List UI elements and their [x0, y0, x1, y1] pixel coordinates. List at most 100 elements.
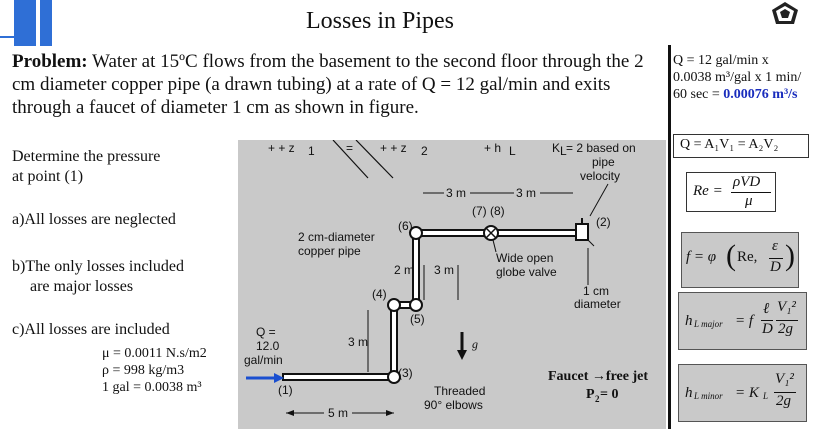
flow-conversion: Q = 12 gal/min x 0.0038 m³/gal x 1 min/ … — [673, 52, 829, 103]
point-3: (3) — [398, 366, 413, 380]
hmin-eq: = K — [735, 385, 759, 401]
hmin-2g: 2g — [776, 393, 791, 409]
hmaj-bar-2 — [776, 320, 798, 321]
hmin-K-sub: L — [763, 391, 769, 401]
hmin-bar — [774, 392, 796, 393]
f-paren-open: ( — [726, 239, 736, 272]
task-a: a)All losses are neglected — [12, 211, 176, 228]
p2-value: = 0 — [600, 387, 618, 402]
university-crest-icon — [772, 2, 798, 24]
minor-loss-equation: h L minor = K L V₁² 2g — [678, 364, 807, 422]
point-5: (5) — [410, 312, 425, 326]
energy-term-2: + + z — [380, 141, 407, 155]
energy-term-2-sub: 2 — [421, 144, 428, 158]
energy-eq-sign: = — [346, 141, 353, 155]
point-6: (6) — [398, 219, 413, 233]
re-numerator: ρVD — [733, 174, 761, 190]
point-4: (4) — [372, 287, 387, 301]
properties: μ = 0.0011 N.s/m2 ρ = 998 kg/m3 1 gal = … — [102, 345, 207, 396]
flow-line-3: 60 sec = 0.00076 m³/s — [673, 86, 829, 103]
hmin-h: h — [685, 385, 693, 401]
kl-note-line1: = 2 based on — [566, 141, 636, 155]
dim-3m-vert-right: 3 m — [434, 263, 454, 277]
prop-gal: 1 gal = 0.0038 m³ — [102, 380, 202, 395]
gravity-arrow-icon — [457, 332, 467, 360]
elbows-label-2: 90° elbows — [424, 398, 483, 412]
elbows-label-1: Threaded — [434, 384, 485, 398]
valve-label-1: Wide open — [496, 251, 553, 265]
f-D: D — [770, 259, 781, 275]
determine-text: Determine the pressure at point (1) — [12, 147, 160, 187]
flow-arrow-icon — [246, 373, 284, 383]
logo-bar-right — [40, 0, 52, 46]
hmin-V: V₁² — [775, 371, 794, 387]
logo-bar-left — [14, 0, 36, 46]
flow-line-1: Q = 12 gal/min x — [673, 53, 769, 68]
re-fraction-bar — [731, 192, 771, 193]
valve-label-2: globe valve — [496, 265, 557, 279]
hmaj-l: ℓ — [763, 301, 770, 317]
point-7-8: (7) (8) — [472, 204, 505, 218]
f-lhs: f = φ — [686, 249, 717, 265]
prop-mu: μ = 0.0011 N.s/m2 — [102, 346, 207, 361]
gravity-label: g — [472, 337, 478, 351]
re-denominator: μ — [745, 193, 753, 209]
prop-rho: ρ = 998 kg/m3 — [102, 363, 185, 378]
energy-term-1: + + z — [268, 141, 295, 155]
flow-line-2: 0.0038 m³/gal x 1 min/ — [673, 70, 802, 85]
hmaj-V: V₁² — [777, 299, 796, 315]
task-c: c)All losses are included — [12, 321, 170, 338]
flow-result: 0.00076 m³/s — [723, 87, 798, 102]
problem-text: Water at 15ºC flows from the basement to… — [12, 51, 644, 118]
energy-term-1-sub: 1 — [308, 144, 315, 158]
f-paren-close: ) — [785, 239, 795, 272]
f-fraction-bar — [769, 258, 783, 259]
f-args: Re, — [737, 249, 758, 265]
point-2: (2) — [596, 215, 611, 229]
divider-line — [668, 45, 671, 429]
hmaj-2g: 2g — [778, 321, 793, 337]
hmaj-D: D — [762, 321, 773, 337]
logo-line — [0, 36, 14, 38]
faucet-diameter-1: 1 cm — [583, 284, 609, 298]
dim-5m: 5 m — [328, 406, 348, 420]
continuity-text: Q = A₁V₁ = A₂V₂ — [680, 137, 779, 152]
hmin-sub: L minor — [694, 391, 723, 401]
dim-3m-left: 3 m — [446, 186, 466, 200]
kl-note-sub: L — [560, 144, 567, 158]
point-1: (1) — [278, 383, 293, 397]
determine-line-1: Determine the pressure — [12, 148, 161, 165]
hmaj-sub: L major — [694, 319, 723, 329]
problem-label: Problem: — [12, 51, 88, 72]
major-loss-equation: h L major = f ℓ D V₁² 2g — [678, 292, 807, 350]
p2-sub: 2 — [595, 394, 600, 404]
kl-note-line3: velocity — [580, 169, 620, 183]
task-b-line-2: are major losses — [30, 278, 134, 295]
pipe-label-2: copper pipe — [298, 244, 361, 258]
p2-label: P — [586, 387, 595, 402]
task-b: b)The only losses included are major los… — [12, 257, 184, 297]
pipe-diagram: + + z 1 = + + z 2 + h L K L = 2 based on… — [244, 140, 648, 420]
pipe-label-1: 2 cm-diameter — [298, 230, 375, 244]
q-label-1: Q = — [256, 325, 276, 339]
dim-2m: 2 m — [394, 263, 414, 277]
kl-note-line2: pipe — [592, 155, 615, 169]
q-label-2: 12.0 — [256, 339, 280, 353]
hmaj-bar-1 — [761, 320, 773, 321]
dim-3m-vert-left: 3 m — [348, 335, 368, 349]
reynolds-equation: Re = ρVD μ — [686, 172, 776, 212]
page-title: Losses in Pipes — [305, 8, 454, 34]
faucet-free-jet: Faucet →free jet — [548, 369, 648, 384]
re-lhs: Re = — [693, 183, 723, 199]
hmaj-h: h — [685, 313, 693, 329]
pipe-system-figure: + + z 1 = + + z 2 + h L K L = 2 based on… — [238, 140, 666, 429]
continuity-equation: Q = A₁V₁ = A₂V₂ — [673, 134, 809, 158]
friction-factor-equation: f = φ ( Re, ε D ) — [681, 232, 799, 288]
task-b-line-1: b)The only losses included — [12, 258, 184, 275]
dim-3m-right: 3 m — [516, 186, 536, 200]
kl-note-k: K — [552, 141, 560, 155]
faucet-diameter-2: diameter — [574, 297, 621, 311]
f-epsilon: ε — [772, 238, 778, 254]
energy-term-3: + h — [484, 141, 501, 155]
energy-term-3-sub: L — [509, 144, 516, 158]
